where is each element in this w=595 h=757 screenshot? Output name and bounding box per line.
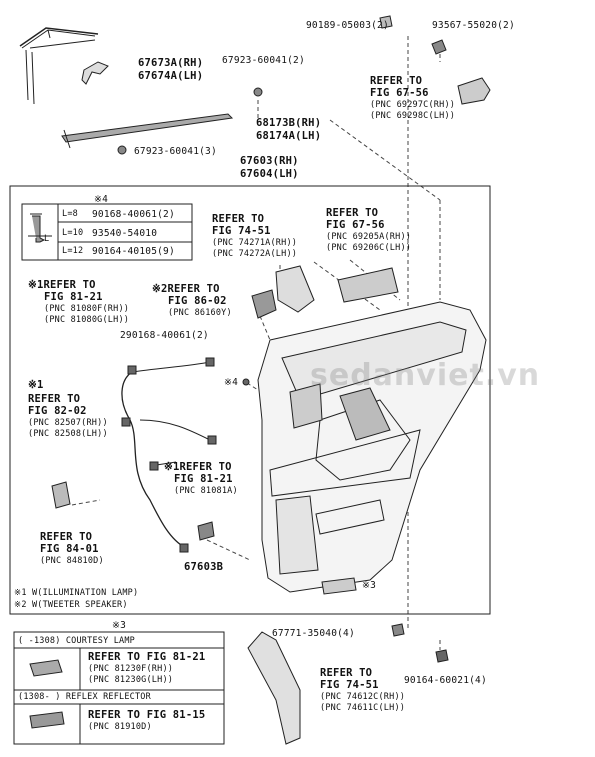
ref-84-01-l1: REFER TO — [40, 531, 93, 543]
part-67604: 67604(LH) — [240, 168, 299, 180]
reflex-reflector-header: (1308- ) REFLEX REFLECTOR — [18, 692, 151, 702]
ref-67-56-b-l1: REFER TO — [326, 207, 379, 219]
ref-84-01-l3: (PNC 84810D) — [40, 556, 104, 566]
screw-pn-1: 90168-40061(2) — [92, 209, 175, 220]
reflex-reflector-pnc: (PNC 81910D) — [88, 722, 152, 732]
part-67923-b: 67923-60041(3) — [134, 146, 217, 157]
ref-67-56-a-l2: FIG 67-56 — [370, 87, 429, 99]
ref-67-56-a-l4: (PNC 69298C(LH)) — [370, 111, 456, 121]
bottom-table-mark: ※3 — [112, 620, 127, 631]
part-93567: 93567-55020(2) — [432, 20, 515, 31]
courtesy-lamp-ref: REFER TO FIG 81-21 — [88, 651, 206, 663]
ref-67-56-b-l3: (PNC 69205A(RH)) — [326, 232, 412, 242]
part-90168-40061: 290168-40061(2) — [120, 330, 209, 341]
ref-86-02-l3: (PNC 86160Y) — [168, 308, 232, 318]
note-illumination: ※1 W(ILLUMINATION LAMP) — [14, 588, 139, 598]
ref-86-02-l1: ※2REFER TO — [152, 283, 220, 295]
ref-82-02-l0: ※1 — [28, 379, 44, 391]
reflex-reflector-ref: REFER TO FIG 81-15 — [88, 709, 206, 721]
ref-67-56-a-l1: REFER TO — [370, 75, 423, 87]
ref-81-21-a-l4: (PNC 81080G(LH)) — [44, 315, 130, 325]
ref-81-21-a-l2: FIG 81-21 — [44, 291, 103, 303]
part-67674a: 67674A(LH) — [138, 70, 204, 82]
ref-74-51-b-l1: REFER TO — [320, 667, 373, 679]
ref-81-21-a-l1: ※1REFER TO — [28, 279, 96, 291]
ref-86-02-l2: FIG 86-02 — [168, 295, 227, 307]
part-67771: 67771-35040(4) — [272, 628, 355, 639]
part-90189: 90189-05003(2) — [306, 20, 389, 31]
ref-74-51-b-l2: FIG 74-51 — [320, 679, 379, 691]
ref-81-21-b-l2: FIG 81-21 — [174, 473, 233, 485]
note-tweeter: ※2 W(TWEETER SPEAKER) — [14, 600, 128, 610]
screw-len-2: L=10 — [62, 228, 84, 238]
ref-81-21-b-l3: (PNC 81081A) — [174, 486, 238, 496]
ref-74-51-b-l4: (PNC 74611C(LH)) — [320, 703, 406, 713]
ref-67-56-a-l3: (PNC 69297C(RH)) — [370, 100, 456, 110]
ref-74-51-a-l1: REFER TO — [212, 213, 265, 225]
screw-len-1: L=8 — [62, 209, 78, 219]
ref-67-56-b-l4: (PNC 69206C(LH)) — [326, 243, 412, 253]
ref-82-02-l4: (PNC 82508(LH)) — [28, 429, 108, 439]
screw-dim-label: L — [44, 234, 50, 244]
courtesy-lamp-header: ( -1308) COURTESY LAMP — [18, 636, 135, 646]
mark-star4: ※4 — [224, 377, 239, 388]
screw-pn-3: 90164-40105(9) — [92, 246, 175, 257]
part-68173b: 68173B(RH) — [256, 117, 322, 129]
part-67603b: 67603B — [184, 561, 224, 573]
part-68174a: 68174A(LH) — [256, 130, 322, 142]
ref-74-51-a-l2: FIG 74-51 — [212, 225, 271, 237]
watermark: sedanviet.vn — [310, 358, 541, 393]
screw-pn-2: 93540-54010 — [92, 228, 158, 239]
courtesy-lamp-pnc-lh: (PNC 81230G(LH)) — [88, 675, 174, 685]
ref-81-21-a-l3: (PNC 81080F(RH)) — [44, 304, 130, 314]
ref-82-02-l1: REFER TO — [28, 393, 81, 405]
ref-74-51-a-l4: (PNC 74272A(LH)) — [212, 249, 298, 259]
part-67673a: 67673A(RH) — [138, 57, 204, 69]
ref-82-02-l3: (PNC 82507(RH)) — [28, 418, 108, 428]
screw-len-3: L=12 — [62, 246, 84, 256]
ref-84-01-l2: FIG 84-01 — [40, 543, 99, 555]
ref-67-56-b-l2: FIG 67-56 — [326, 219, 385, 231]
ref-82-02-l2: FIG 82-02 — [28, 405, 87, 417]
part-67923-a: 67923-60041(2) — [222, 55, 305, 66]
part-67603: 67603(RH) — [240, 155, 299, 167]
ref-81-21-b-l1: ※1REFER TO — [164, 461, 232, 473]
ref-74-51-b-l3: (PNC 74612C(RH)) — [320, 692, 406, 702]
mark-star3: ※3 — [362, 580, 377, 591]
part-90164-60021: 90164-60021(4) — [404, 675, 487, 686]
ref-74-51-a-l3: (PNC 74271A(RH)) — [212, 238, 298, 248]
courtesy-lamp-pnc-rh: (PNC 81230F(RH)) — [88, 664, 174, 674]
screw-table-mark: ※4 — [94, 194, 109, 205]
